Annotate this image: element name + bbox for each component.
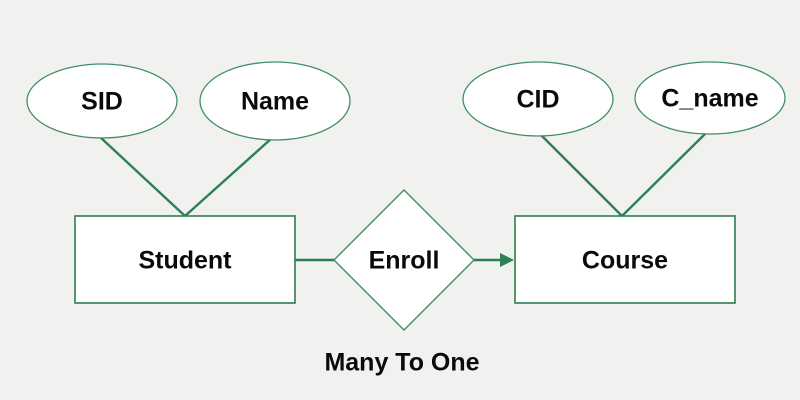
attribute-cid[interactable]: CID bbox=[462, 61, 614, 137]
entity-course[interactable]: Course bbox=[514, 215, 736, 304]
cardinality-caption: Many To One bbox=[324, 349, 479, 377]
attribute-cid-label: CID bbox=[516, 86, 559, 114]
attribute-name[interactable]: Name bbox=[199, 61, 351, 141]
entity-course-label: Course bbox=[582, 247, 668, 275]
attribute-connector-group bbox=[99, 131, 708, 217]
entity-student-label: Student bbox=[138, 247, 232, 275]
attribute-cid-ellipse[interactable] bbox=[462, 61, 614, 137]
entity-course-box[interactable] bbox=[514, 215, 736, 304]
connector-name-student bbox=[184, 137, 273, 217]
connector-sid-student bbox=[99, 136, 186, 217]
attribute-sid-ellipse[interactable] bbox=[26, 63, 178, 139]
attribute-sid[interactable]: SID bbox=[26, 63, 178, 139]
connector-cid-course bbox=[539, 133, 623, 217]
attribute-c-name-label: C_name bbox=[661, 85, 758, 113]
relationship-enroll-label: Enroll bbox=[369, 247, 440, 275]
attribute-sid-label: SID bbox=[81, 88, 123, 116]
entity-student[interactable]: Student bbox=[74, 215, 296, 304]
arrowhead-to-course bbox=[500, 253, 514, 267]
attribute-name-label: Name bbox=[241, 88, 309, 116]
relationship-enroll[interactable]: Enroll bbox=[333, 189, 475, 331]
relationship-enroll-diamond[interactable] bbox=[333, 189, 475, 331]
attribute-c-name-ellipse[interactable] bbox=[634, 61, 786, 135]
attribute-c-name[interactable]: C_name bbox=[634, 61, 786, 135]
connector-cname-course bbox=[621, 131, 708, 217]
entity-student-box[interactable] bbox=[74, 215, 296, 304]
relationship-connector-group bbox=[294, 253, 514, 267]
attribute-name-ellipse[interactable] bbox=[199, 61, 351, 141]
